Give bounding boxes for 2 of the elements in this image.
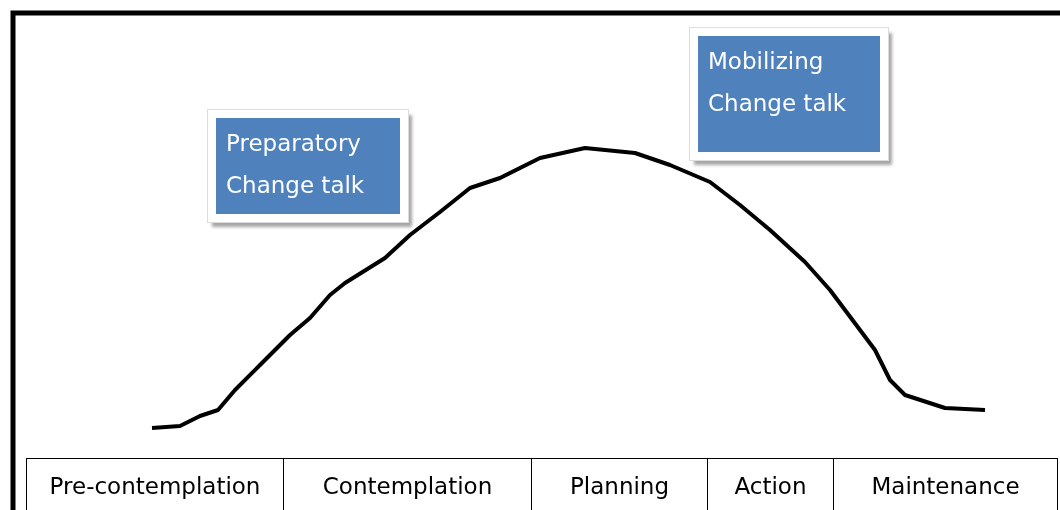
stage-cell: Maintenance — [833, 458, 1058, 510]
stage-cell: Pre-contemplation — [26, 458, 284, 510]
